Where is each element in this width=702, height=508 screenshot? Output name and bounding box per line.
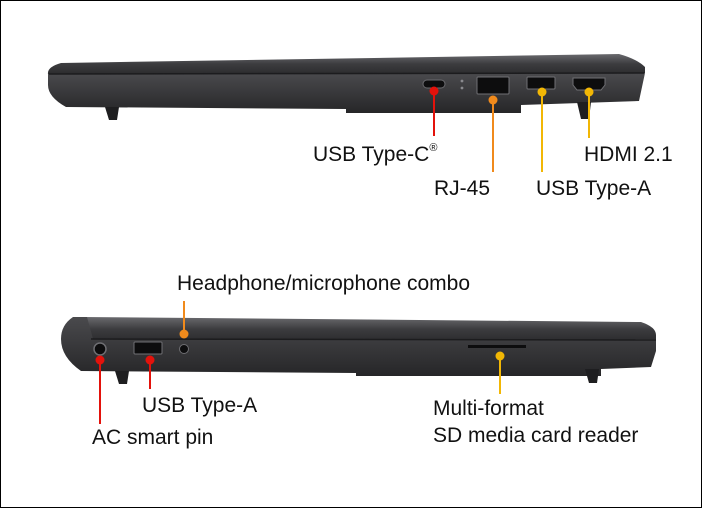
laptop-base bbox=[61, 317, 656, 376]
headphone-jack bbox=[179, 344, 189, 354]
callout-ac-pin bbox=[95, 355, 105, 424]
laptop-foot bbox=[115, 371, 129, 384]
hdmi-port bbox=[572, 77, 606, 91]
label-usb-type-a-right: USB Type-A bbox=[536, 177, 652, 200]
sd-card-slot bbox=[468, 345, 526, 348]
laptop-seam bbox=[90, 338, 657, 341]
label-hdmi: HDMI 2.1 bbox=[584, 143, 673, 166]
callout-usb-a-left bbox=[145, 355, 155, 389]
status-led-icon bbox=[460, 79, 464, 83]
laptop-foot bbox=[577, 102, 591, 119]
callout-sd-reader bbox=[495, 351, 505, 394]
callout-usb-a-right bbox=[537, 87, 547, 172]
ac-pin-port bbox=[93, 342, 107, 356]
label-ac-smart-pin: AC smart pin bbox=[92, 426, 214, 449]
label-sd-line1: Multi-format bbox=[433, 397, 544, 420]
label-sd-line2: SD media card reader bbox=[433, 424, 639, 447]
usb-a-port bbox=[133, 341, 163, 355]
label-rj45: RJ-45 bbox=[434, 177, 491, 200]
label-headphone-combo: Headphone/microphone combo bbox=[177, 272, 471, 295]
callout-rj45 bbox=[488, 95, 498, 172]
laptop-lid bbox=[47, 54, 645, 74]
laptop-foot bbox=[105, 107, 119, 120]
callout-hdmi bbox=[584, 87, 594, 138]
laptop-right-side bbox=[47, 54, 645, 172]
label-sd-reader: Multi-format SD media card reader bbox=[433, 395, 638, 449]
callout-headphone bbox=[179, 301, 189, 339]
usb-a-port bbox=[526, 76, 556, 90]
label-usb-type-a-left: USB Type-A bbox=[142, 394, 258, 417]
label-usb-type-c: USB Type-C® bbox=[313, 142, 438, 166]
status-led-icon bbox=[460, 86, 464, 90]
laptop-seam bbox=[48, 72, 645, 75]
laptop-foot bbox=[585, 369, 599, 383]
callout-usb-c bbox=[429, 86, 439, 136]
laptop-left-side bbox=[61, 301, 657, 424]
laptop-lid bbox=[82, 317, 656, 341]
rj45-port bbox=[476, 76, 510, 95]
